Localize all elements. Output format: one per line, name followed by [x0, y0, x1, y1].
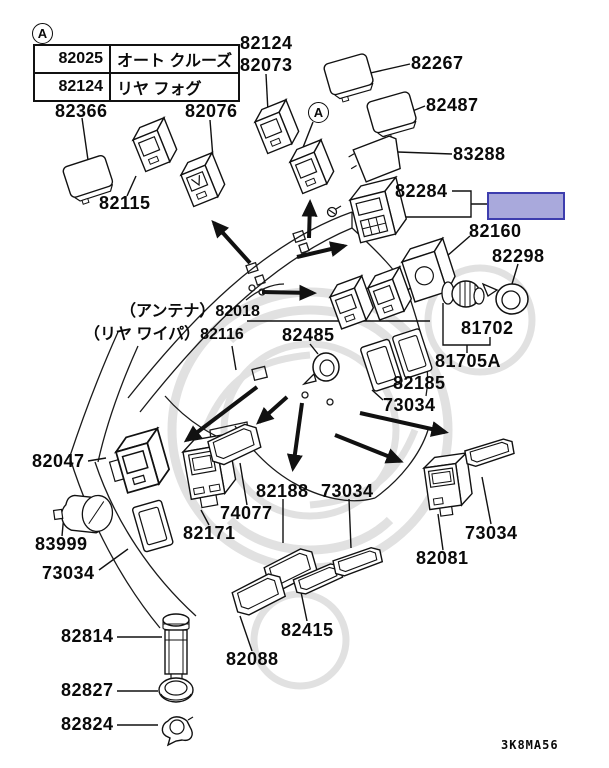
part-82824-bracket: [161, 716, 194, 747]
part-number-label-82188[interactable]: 82188: [256, 481, 309, 501]
legend-row: 82025 オート クルーズ: [33, 44, 241, 74]
part-number-label-82124[interactable]: 82124: [240, 33, 293, 53]
part-number-label-82047[interactable]: 82047: [32, 451, 85, 471]
section-marker-a-inline: A: [308, 102, 329, 123]
diagram-sheet-code: 3K8MA56: [501, 738, 559, 752]
part-number-label-74077[interactable]: 74077: [220, 503, 273, 523]
part-number-label-82160[interactable]: 82160: [469, 221, 522, 241]
part-82076-hazard-switch: [176, 152, 229, 208]
part-82284-switch: [348, 175, 408, 244]
part-82485-grommet: [301, 352, 340, 386]
part-number-label-82018-antenna[interactable]: （アンテナ）82018: [120, 303, 260, 320]
part-number-label-73034-b[interactable]: 73034: [321, 481, 374, 501]
part-a-switch: [285, 139, 338, 195]
part-82088-pocket: [229, 570, 289, 619]
part-82047-switch: [108, 427, 174, 494]
part-number-label-82185[interactable]: 82185: [393, 373, 446, 393]
part-number-label-82115[interactable]: 82115: [99, 193, 151, 213]
part-number-label-82073[interactable]: 82073: [240, 55, 293, 75]
part-82267-cover: [322, 52, 378, 106]
part-82298-cap: [481, 282, 529, 315]
legend-code[interactable]: 82025: [33, 44, 111, 74]
part-number-label-82485[interactable]: 82485: [282, 325, 335, 345]
part-73034-bezel-right: [463, 436, 516, 469]
part-screw: [326, 205, 342, 218]
part-number-label-82298[interactable]: 82298: [492, 246, 545, 266]
part-number-label-82076[interactable]: 82076: [185, 101, 238, 121]
part-number-label-73034-a[interactable]: 73034: [383, 395, 436, 415]
part-82487-cover: [365, 90, 421, 144]
part-83999-socket: [52, 494, 114, 534]
part-number-label-73034-c[interactable]: 73034: [42, 563, 95, 583]
part-82124-82073-switch: [250, 99, 303, 155]
part-number-label-82116-rear-wiper[interactable]: （リヤ ワイパ）82116: [84, 326, 244, 343]
part-73034-bezel-left: [131, 499, 175, 553]
pointer-arrows: [183, 199, 449, 472]
part-82827-ring: [158, 677, 194, 703]
section-marker-a-top: A: [32, 23, 53, 44]
part-number-label-82284[interactable]: 82284: [395, 181, 448, 201]
part-82081-switch: [422, 451, 473, 517]
legend-code[interactable]: 82124: [33, 72, 111, 102]
legend-name: オート クルーズ: [108, 44, 241, 74]
part-number-label-82088[interactable]: 82088: [226, 649, 279, 669]
part-82814-lighter: [162, 613, 190, 683]
part-82115-switch: [128, 117, 181, 173]
part-number-label-83288[interactable]: 83288: [453, 144, 506, 164]
part-number-label-82171[interactable]: 82171: [183, 523, 236, 543]
part-number-label-82081[interactable]: 82081: [416, 548, 469, 568]
part-number-label-73034-d[interactable]: 73034: [465, 523, 518, 543]
part-number-label-81705a[interactable]: 81705A: [435, 351, 502, 371]
part-number-label-82824[interactable]: 82824: [61, 714, 114, 734]
legend-row: 82124 リヤ フォグ: [33, 72, 241, 102]
dashboard-sketch: [69, 211, 429, 629]
part-82160-switch-body: [400, 236, 456, 303]
part-number-label-83999[interactable]: 83999: [35, 534, 88, 554]
part-number-label-82814[interactable]: 82814: [61, 626, 114, 646]
part-number-label-82267[interactable]: 82267: [411, 53, 464, 73]
part-number-label-81702[interactable]: 81702: [461, 318, 514, 338]
highlight-box[interactable]: [487, 192, 565, 220]
part-number-label-82366[interactable]: 82366: [55, 101, 108, 121]
part-81702-knob: [441, 280, 485, 308]
part-number-label-82487[interactable]: 82487: [426, 95, 479, 115]
legend-table: 82025 オート クルーズ 82124 リヤ フォグ: [33, 44, 241, 102]
part-number-label-82415[interactable]: 82415: [281, 620, 334, 640]
legend-name: リヤ フォグ: [108, 72, 241, 102]
part-number-label-82827[interactable]: 82827: [61, 680, 114, 700]
part-83288-lid: [348, 135, 401, 183]
